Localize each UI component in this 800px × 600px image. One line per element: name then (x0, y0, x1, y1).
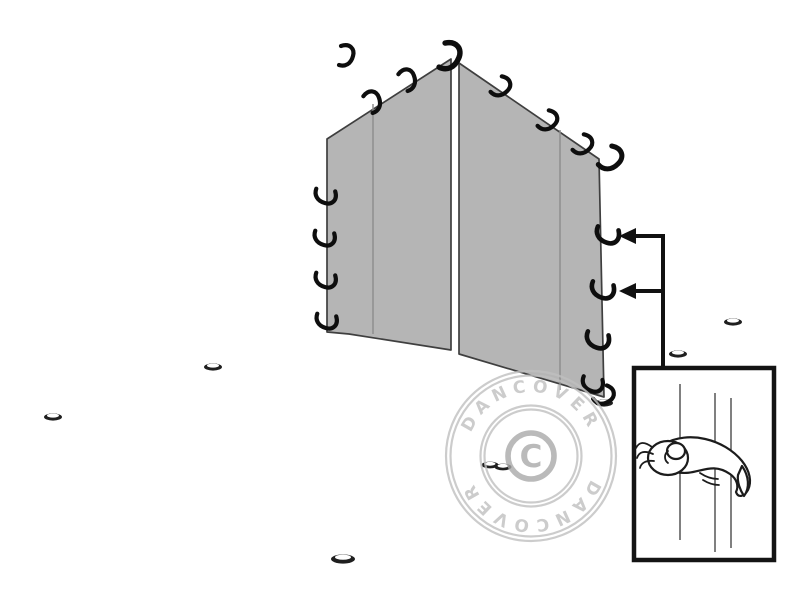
callout-arrows (619, 228, 665, 370)
watermark-inner-ring (483, 408, 579, 504)
copyright-watermark: DANCOVER DANCOVER C (444, 369, 618, 543)
clip-detail-inset (631, 365, 777, 563)
partition-panel-left (326, 58, 452, 351)
left-arrow-icon (619, 228, 636, 244)
inset-fastener-icon (635, 436, 752, 498)
copyright-symbol: C (520, 439, 543, 475)
fabric-clip-icon (439, 42, 461, 71)
fabric-clip-icon (598, 144, 625, 174)
fabric-clip-icon (339, 45, 353, 65)
watermark-inner-ring (479, 404, 583, 508)
partition-panel-right (458, 62, 605, 398)
left-arrow-icon (619, 283, 636, 299)
copyright-circle (505, 430, 557, 482)
partition-fabric (326, 58, 605, 398)
watermark-outer-ring (449, 374, 613, 538)
watermark-outer-ring (444, 369, 618, 543)
